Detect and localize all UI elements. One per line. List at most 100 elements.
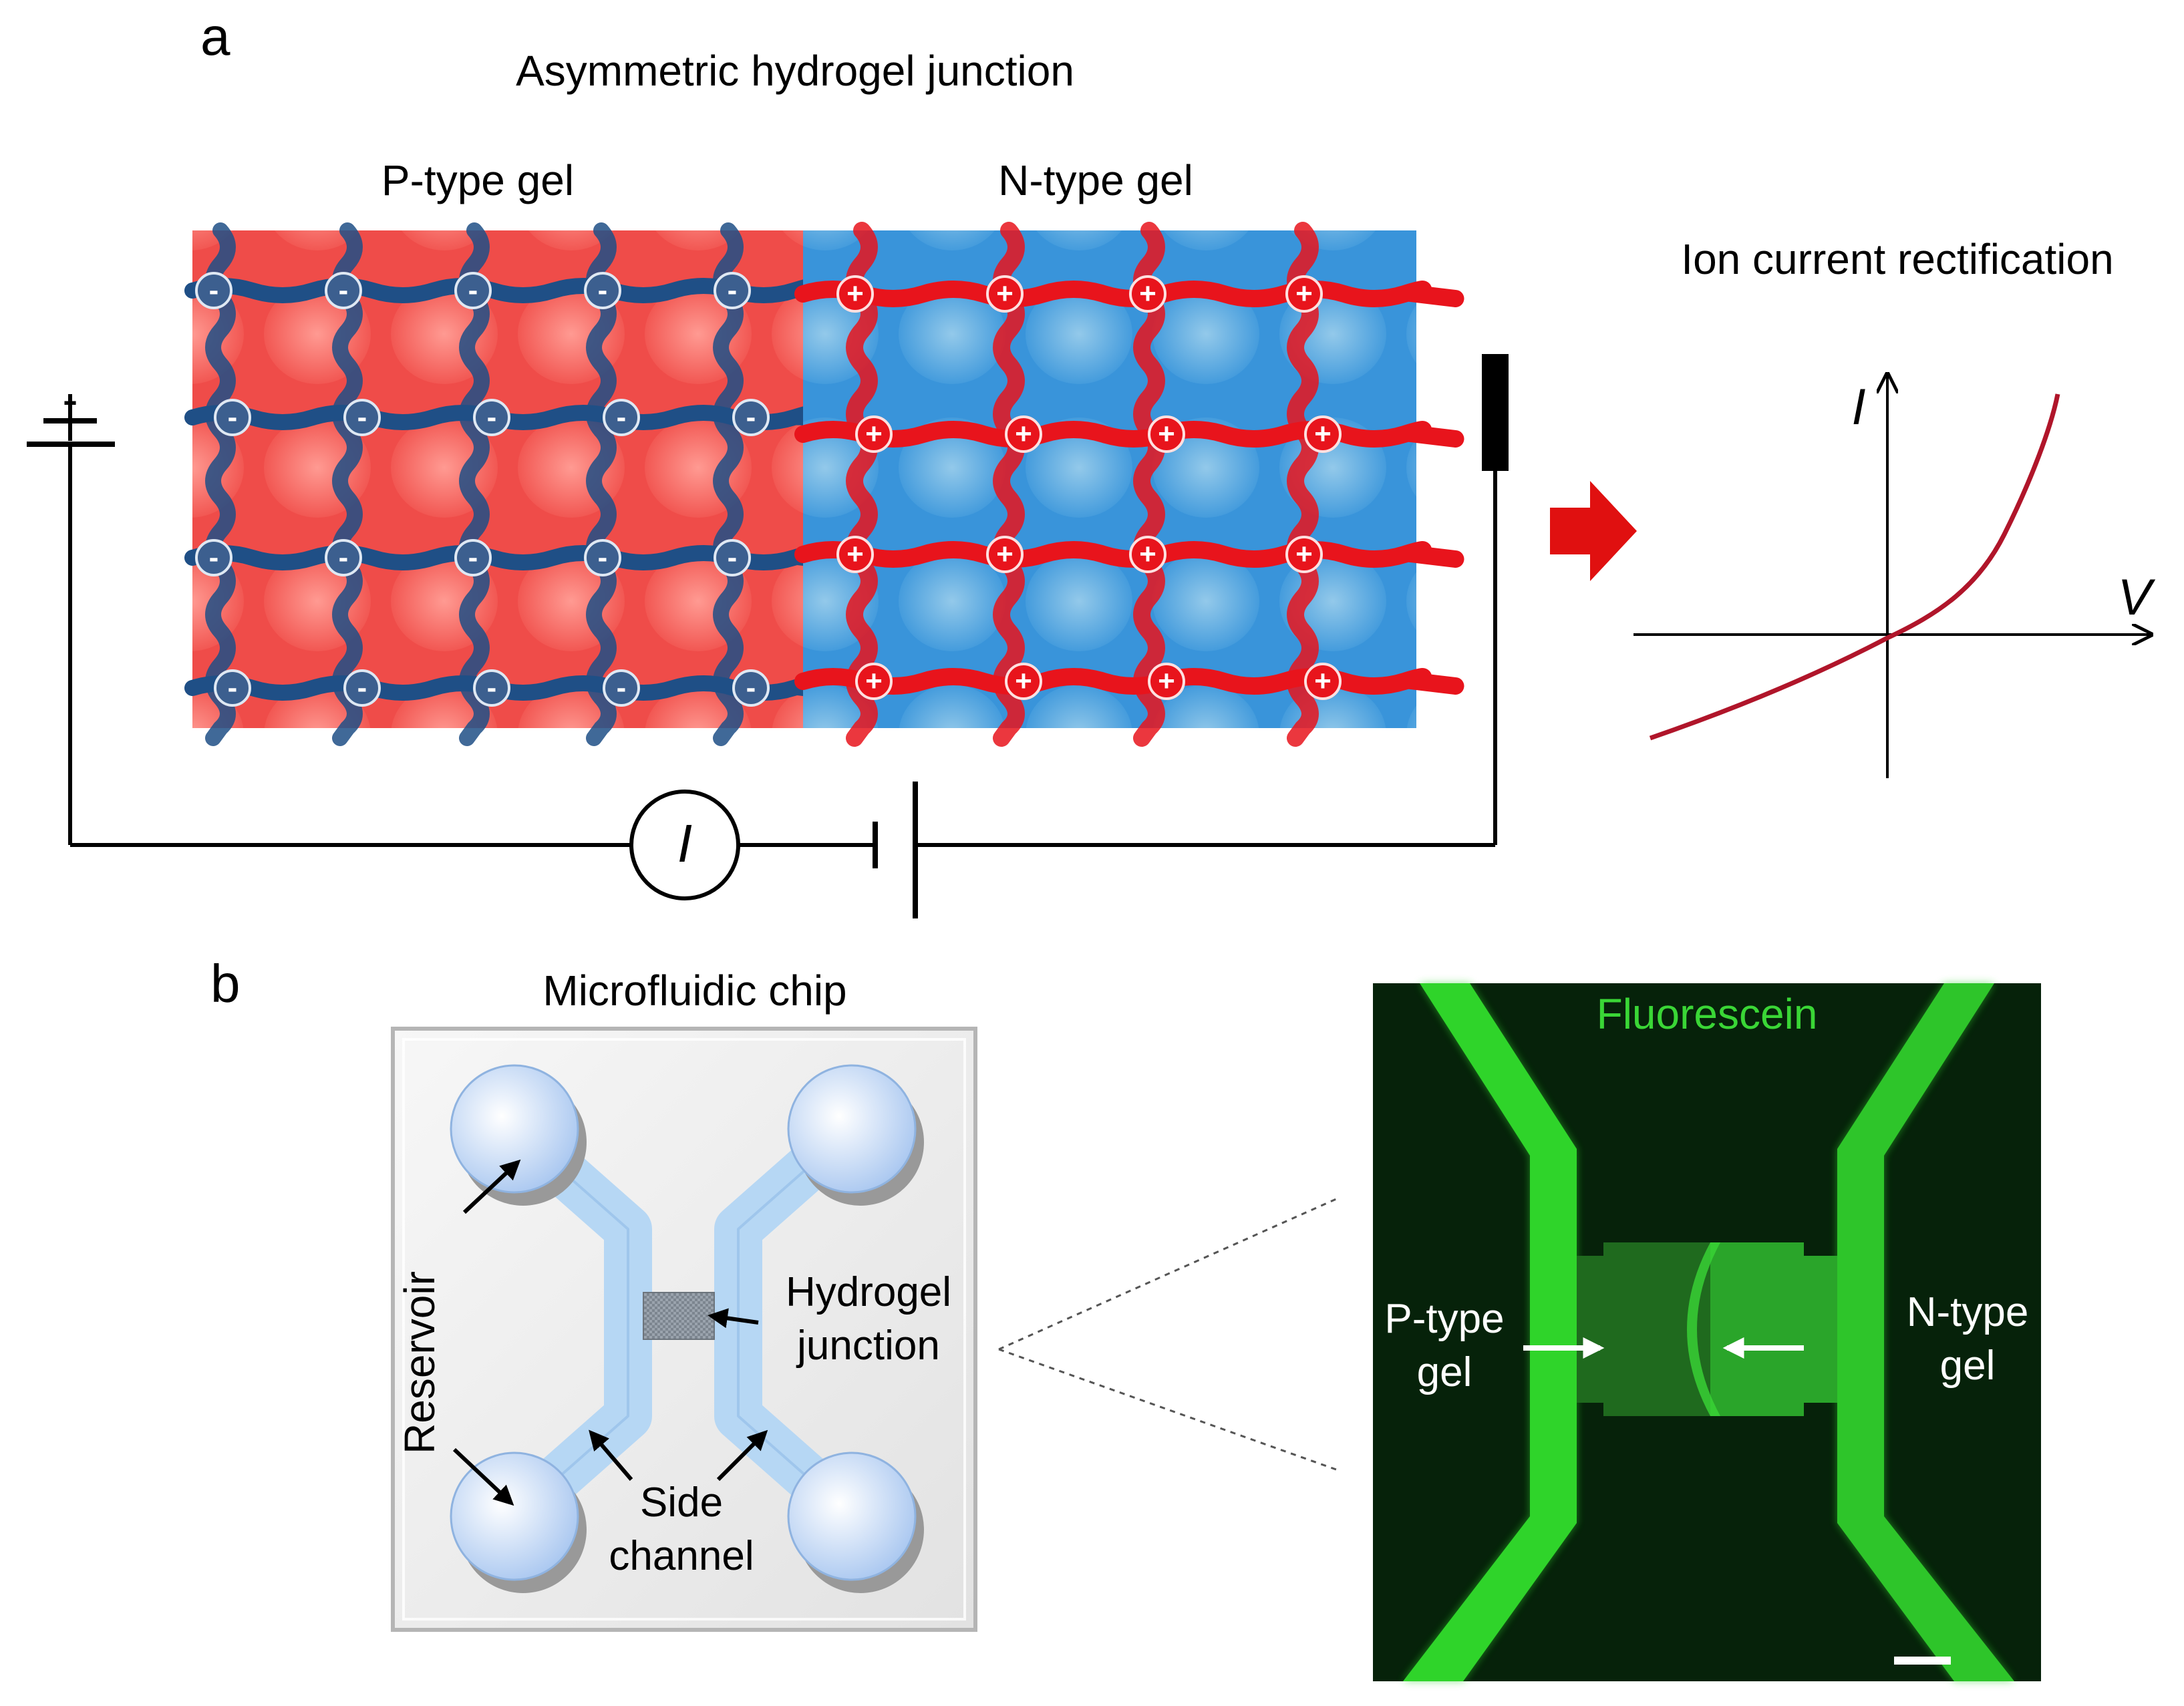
p-gel-charge: -: [454, 539, 492, 576]
svg-text:+: +: [1314, 417, 1332, 450]
p-gel-charge: -: [214, 669, 251, 707]
p-gel-chain-horizontal: [184, 278, 852, 303]
svg-text:-: -: [487, 671, 497, 704]
svg-text:+: +: [1139, 277, 1156, 310]
p-gel-label-line1: P-type: [1384, 1296, 1504, 1342]
left-side-channel: [1403, 983, 1577, 1681]
p-gel-chain-horizontal: [184, 675, 852, 701]
side-channel-arrow-left: [589, 1429, 633, 1481]
svg-text:-: -: [228, 671, 238, 704]
svg-text:-: -: [339, 274, 349, 307]
side-channel-line1: Side: [640, 1480, 723, 1526]
ground-sign: -: [62, 373, 77, 425]
svg-text:+: +: [1015, 665, 1032, 697]
reservoir-arrow-top: [462, 1159, 521, 1214]
p-gel-heading: P-type gel: [381, 156, 574, 204]
p-gel-charge: -: [195, 539, 232, 576]
svg-text:+: +: [1015, 417, 1032, 450]
svg-text:-: -: [339, 541, 349, 574]
n-type-gel-network: + + + + + + + + + + + + + + + +: [794, 222, 1464, 747]
n-gel-charge: +: [1005, 415, 1042, 453]
iv-plot: I V: [1633, 374, 2156, 778]
circuit: [27, 354, 1509, 918]
n-gel-chain-vertical: [993, 222, 1025, 747]
n-gel-charge: +: [986, 275, 1024, 313]
microfluidic-chip: Reservoir Hydrogel junction Side channel: [391, 1027, 977, 1632]
p-gel-charge: -: [473, 399, 510, 436]
svg-text:+: +: [996, 538, 1013, 570]
panel-a-title: Asymmetric hydrogel junction: [516, 47, 1074, 95]
svg-text:-: -: [728, 541, 738, 574]
n-gel-charge: +: [1304, 663, 1342, 700]
p-gel-charge: -: [732, 399, 770, 436]
p-gel-chain-horizontal: [184, 405, 852, 430]
red-arrow-icon: [1550, 481, 1637, 581]
svg-text:-: -: [357, 671, 367, 704]
n-gel-charge: +: [1148, 663, 1185, 700]
reservoirs: [450, 1064, 924, 1593]
svg-text:-: -: [598, 541, 608, 574]
p-gel-charge: -: [454, 272, 492, 309]
n-gel-label-line1: N-type: [1907, 1289, 2029, 1335]
right-side-channel: [1837, 983, 2014, 1681]
p-type-gel-region: [1577, 1242, 1710, 1416]
hydrogel-junction-patch: [643, 1292, 715, 1340]
svg-text:+: +: [846, 538, 864, 570]
p-gel-charge: -: [473, 669, 510, 707]
p-gel-charge: -: [603, 399, 640, 436]
n-gel-charge: +: [836, 275, 874, 313]
svg-text:-: -: [468, 274, 478, 307]
reservoir-top-right: [787, 1064, 917, 1194]
svg-text:-: -: [728, 274, 738, 307]
svg-text:+: +: [1139, 538, 1156, 570]
hydrogel-arrow: [708, 1308, 759, 1329]
svg-text:+: +: [865, 417, 883, 450]
svg-text:+: +: [1158, 417, 1175, 450]
svg-text:-: -: [617, 401, 627, 434]
panel-b-letter: b: [210, 954, 241, 1013]
ammeter-label: I: [677, 814, 692, 873]
reservoir-label: Reservoir: [396, 1271, 444, 1454]
p-gel-charge: -: [325, 272, 362, 309]
p-gel-charge: -: [714, 539, 751, 576]
p-gel-charge: -: [584, 272, 621, 309]
p-gel-charge: -: [714, 272, 751, 309]
n-gel-charge: +: [855, 663, 893, 700]
reservoir-bottom-right: [787, 1452, 917, 1581]
reservoir-bottom-left: [450, 1452, 579, 1581]
svg-text:-: -: [357, 401, 367, 434]
n-gel-charge: +: [1005, 663, 1042, 700]
side-channel-arrow-right: [716, 1429, 768, 1482]
svg-text:-: -: [746, 671, 756, 704]
n-gel-charge: +: [1285, 536, 1323, 573]
p-type-gel-network: --------------------: [184, 222, 852, 746]
micrograph-title: Fluorescein: [1597, 990, 1818, 1038]
chip-title: Microfluidic chip: [542, 967, 846, 1015]
hydrogel-label-line1: Hydrogel: [786, 1269, 951, 1315]
svg-text:+: +: [1295, 277, 1313, 310]
n-gel-charge: +: [1285, 275, 1323, 313]
iv-y-label: I: [1851, 379, 1865, 436]
svg-text:-: -: [468, 541, 478, 574]
p-gel-chain-vertical: [586, 222, 617, 746]
p-gel-charge: -: [325, 539, 362, 576]
p-gel-label-line2: gel: [1417, 1349, 1472, 1395]
p-gel-charge: -: [584, 539, 621, 576]
ammeter: I: [629, 790, 740, 900]
scale-bar: [1894, 1657, 1951, 1665]
svg-text:+: +: [1295, 538, 1313, 570]
iv-curve: [1649, 393, 2060, 741]
svg-text:-: -: [209, 274, 219, 307]
svg-text:-: -: [598, 274, 608, 307]
right-electrode: [1482, 354, 1509, 471]
svg-text:-: -: [617, 671, 627, 704]
n-gel-chain-horizontal: [794, 421, 1464, 448]
n-gel-chain-vertical: [1133, 222, 1165, 747]
p-gel-charge: -: [732, 669, 770, 707]
iv-x-label: V: [2118, 569, 2156, 626]
reservoir-top-left: [450, 1064, 579, 1194]
p-gel-charge: -: [603, 669, 640, 707]
p-gel-chain-horizontal: [184, 545, 852, 570]
